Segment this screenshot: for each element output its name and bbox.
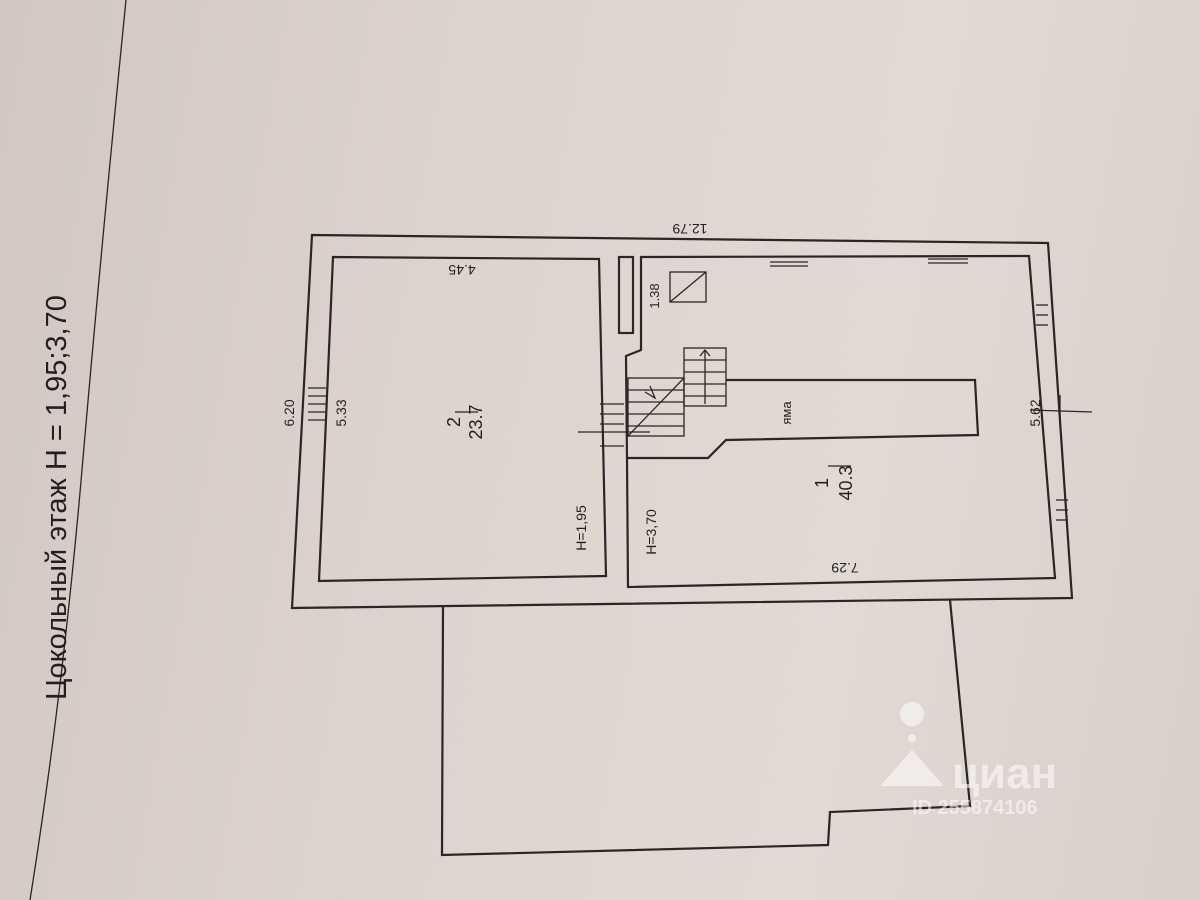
sheet-border-curve — [29, 0, 127, 900]
annex-outline — [440, 599, 972, 857]
room-1-width: 7.29 — [831, 560, 858, 576]
plan-title: Цокольный этаж Н = 1,95;3,70 — [41, 295, 73, 700]
room-2-area: 23.7 — [466, 404, 486, 439]
room-2-depth: 5.33 — [333, 399, 349, 426]
ventilation-box — [669, 271, 707, 303]
inner-doorway — [578, 403, 650, 447]
room-1-walls — [624, 254, 1057, 589]
room-1-depth: 5.62 — [1027, 399, 1043, 426]
section-line — [1029, 409, 1093, 413]
partition-post — [617, 255, 635, 335]
room-1-area: 40.3 — [836, 465, 856, 500]
pit-label: яма — [779, 401, 794, 425]
watermark: циан ID 255874106 — [880, 702, 1057, 819]
watermark-brand: циан — [952, 749, 1057, 798]
door-left — [308, 387, 326, 421]
watermark-id: ID 255874106 — [912, 797, 1038, 819]
room-1-niche-dim: 1.38 — [647, 283, 662, 308]
location-pin-icon — [900, 702, 925, 742]
dim-total-depth: 6.20 — [281, 399, 297, 426]
room-2-walls — [317, 255, 608, 583]
window-right-upper — [1036, 304, 1048, 326]
room-2-width: 4.45 — [448, 262, 475, 278]
room-1-number: 1 — [812, 478, 832, 488]
dim-total-width: 12.79 — [672, 221, 707, 237]
outer-wall — [290, 233, 1074, 610]
window-right-lower — [1056, 499, 1068, 521]
room-2-number: 2 — [444, 417, 464, 427]
staircase — [627, 347, 727, 437]
pit-outline — [628, 378, 980, 460]
room-2-height: Н=1,95 — [573, 505, 589, 551]
room-1-height: Н=3,70 — [643, 509, 659, 555]
